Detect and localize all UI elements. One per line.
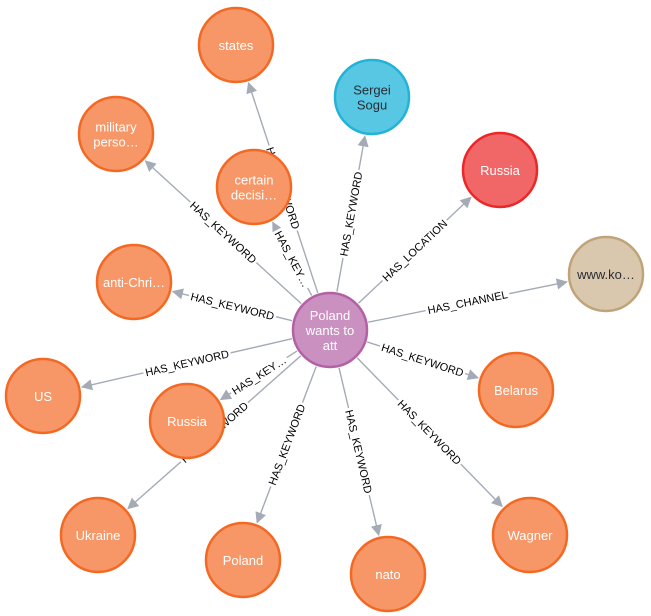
node-caption: Sogu [357,98,387,113]
node-caption: Russia [167,414,208,429]
edge-poland[interactable]: HAS_KEYWORD [255,366,317,524]
edge-label: HAS_KEYWORD [395,398,463,468]
node-russia_loc[interactable]: Russia [461,131,539,209]
edge-label: HAS_KEY… [272,229,312,289]
node-circle[interactable] [95,243,173,321]
edge-label-background [187,288,278,323]
node-circle[interactable] [491,496,569,574]
edge-nato[interactable]: HAS_KEYWORD [338,367,382,537]
node-caption: Belarus [494,383,539,398]
node-caption: Ukraine [76,528,121,543]
node-antichri[interactable]: anti-Chri… [95,243,173,321]
edge-russia_loc[interactable]: HAS_LOCATION [357,196,472,304]
node-caption: decisi… [231,188,277,203]
edge-label-background [336,168,365,260]
edge-label-background [394,395,466,469]
edge-sergei[interactable]: HAS_KEYWORD [336,135,369,292]
node-russia_kw[interactable]: Russia [148,382,226,460]
node-us[interactable]: US [4,357,82,435]
node-circle[interactable] [148,382,226,460]
edge-label-background [227,351,290,398]
edge-certain[interactable]: HAS_KEY… [271,221,314,296]
node-nato[interactable]: nato [349,535,427,613]
node-caption: www.ko… [576,267,635,282]
node-caption: Poland [223,553,263,568]
node-circle[interactable] [461,131,539,209]
node-caption: Wagner [507,528,553,543]
node-belarus[interactable]: Belarus [477,351,555,429]
edge-label-background [271,226,314,291]
node-caption: states [219,38,254,53]
node-poland[interactable]: Poland [204,521,282,599]
node-channel[interactable]: www.ko… [567,235,645,313]
node-states[interactable]: states [197,6,275,84]
node-circle[interactable] [197,6,275,84]
node-ukraine[interactable]: Ukraine [59,496,137,574]
edge-label-background [264,400,309,489]
edge-belarus[interactable]: HAS_KEYWORD [366,339,479,380]
node-caption: certain [234,173,273,188]
edge-label: HAS_KEYWORD [144,348,230,379]
node-caption: att [323,338,338,353]
node-caption: anti-Chri… [103,275,165,290]
node-military[interactable]: militaryperso… [77,95,155,173]
edge-label: HAS_KEYWORD [267,403,309,487]
node-circle[interactable] [77,95,155,173]
node-circle[interactable] [204,521,282,599]
edge-label: HAS_KEYWORD [380,342,465,380]
edge-label-background [377,215,451,285]
node-circle[interactable] [567,235,645,313]
edge-label: HAS_LOCATION [381,218,451,284]
node-certain[interactable]: certaindecisi… [215,148,293,226]
edge-label-background [342,406,377,497]
node-caption: wants to [305,323,354,338]
node-circle[interactable] [349,535,427,613]
edge-label-background [141,346,232,379]
node-circle[interactable] [215,148,293,226]
edge-label-background [424,286,511,317]
node-caption: Russia [480,163,521,178]
node-caption: military [95,120,137,135]
node-caption: nato [375,567,400,582]
edge-label: HAS_KEY… [230,354,289,397]
edge-channel[interactable]: HAS_CHANNEL [368,278,568,323]
node-caption: Sergei [353,83,391,98]
node-caption: US [34,389,52,404]
edge-label: HAS_KEYWORD [342,409,373,495]
node-circle[interactable] [4,357,82,435]
node-caption: Poland [310,308,350,323]
edge-label-background [186,196,262,268]
node-circle[interactable] [333,58,411,136]
edge-antichri[interactable]: HAS_KEYWORD [171,288,293,324]
node-circle[interactable] [59,496,137,574]
node-circle[interactable] [477,351,555,429]
edge-label-background [378,339,468,380]
edge-label: HAS_KEYWORD [338,171,365,257]
node-wagner[interactable]: Wagner [491,496,569,574]
edge-label: HAS_CHANNEL [427,289,509,317]
node-circle[interactable] [291,291,369,369]
node-caption: perso… [93,135,139,150]
